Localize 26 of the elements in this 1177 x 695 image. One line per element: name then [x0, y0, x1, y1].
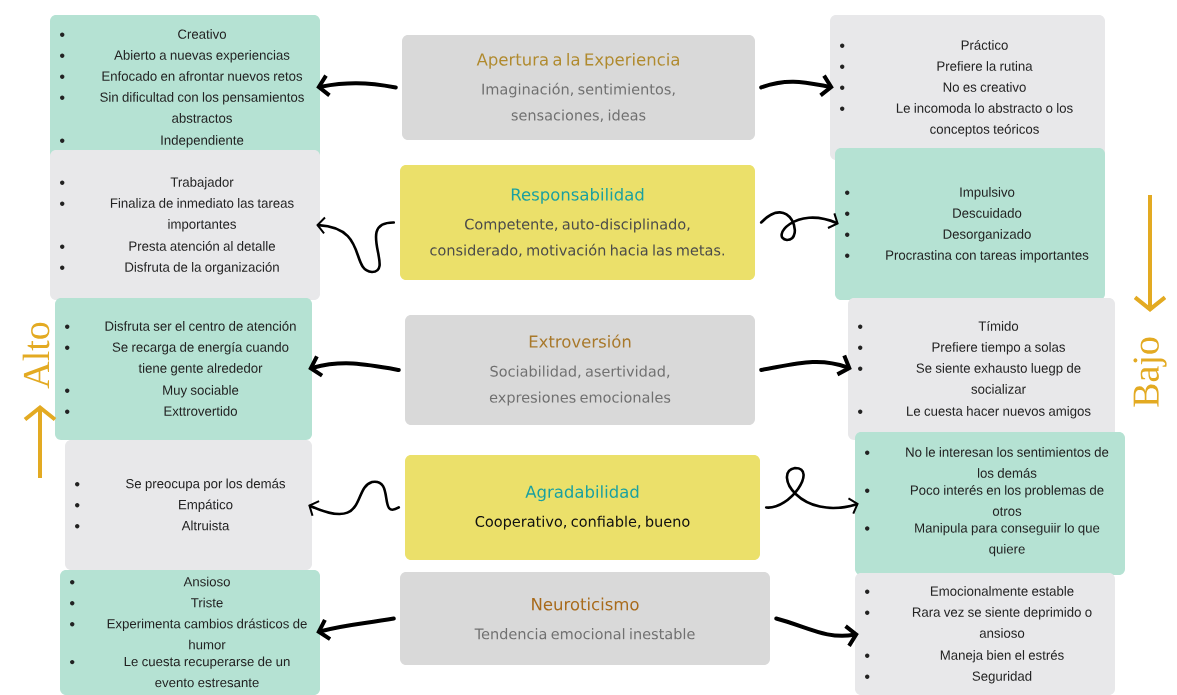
trait-list-box: Práctico Prefiere la rutina No es creativo Le incomoda lo abstracto o los conceptos teóricos — [830, 15, 1105, 160]
axis-label: Alto — [22, 322, 50, 389]
arrow — [759, 354, 852, 377]
trait-box: Neuroticismo Tendencia emocional inestable — [400, 572, 770, 665]
trait-box: Responsabilidad Competente, auto-disciplinado, considerado, motivación hacia las metas. — [400, 165, 755, 280]
trait-list-box: No le interesan los sentimientos de los demás Poco interés en los problemas de otros Manipula para conseguiir lo que quiere — [855, 432, 1125, 575]
arrow — [764, 466, 859, 515]
trait-list-box: Tímido Prefiere tiempo a solas Se siente exhausto luegp de socializar Le cuesta hacer nuevos amigos — [848, 298, 1115, 440]
arrow — [759, 211, 839, 242]
trait-box: Agradabilidad Cooperativo, confiable, bueno — [405, 455, 760, 560]
trait-list-box: Impulsivo Descuidado Desorganizado Procrastina con tareas importantes — [835, 148, 1105, 300]
arrow — [774, 616, 859, 647]
trait-list-box: Ansioso Triste Experimenta cambios drásticos de humor Le cuesta recuperarse de un evento estresante — [60, 570, 320, 695]
trait-list-box: Trabajador Finaliza de inmediato las tareas importantes Presta atención al detalle Disfruta de la organización — [50, 150, 320, 300]
arrow — [316, 74, 398, 97]
arrow — [759, 74, 834, 97]
trait-list-box: Disfruta ser el centro de atención Se recarga de energía cuando tiene gente alrededor Muy sociable Exttrovertido — [55, 298, 312, 440]
axis-label: Bajo — [1133, 337, 1167, 407]
trait-list-box: Creativo Abierto a nuevas experiencias Enfocado en afrontar nuevos retos Sin dificultad con los pensamientos abstractos Independiente — [50, 15, 320, 160]
trait-box: Apertura a la Experiencia Imaginación, sentimientos, sensaciones, ideas — [402, 35, 755, 140]
trait-list-box: Se preocupa por los demás Empático Altruista — [65, 440, 312, 570]
trait-box: Extroversión Sociabilidad, asertividad, expresiones emocionales — [405, 315, 755, 425]
trait-list-box: Emocionalmente estable Rara vez se siente deprimido o ansioso Maneja bien el estrés Seguridad — [855, 573, 1115, 695]
arrow — [308, 355, 401, 378]
arrow — [308, 480, 401, 517]
arrow — [316, 616, 396, 641]
